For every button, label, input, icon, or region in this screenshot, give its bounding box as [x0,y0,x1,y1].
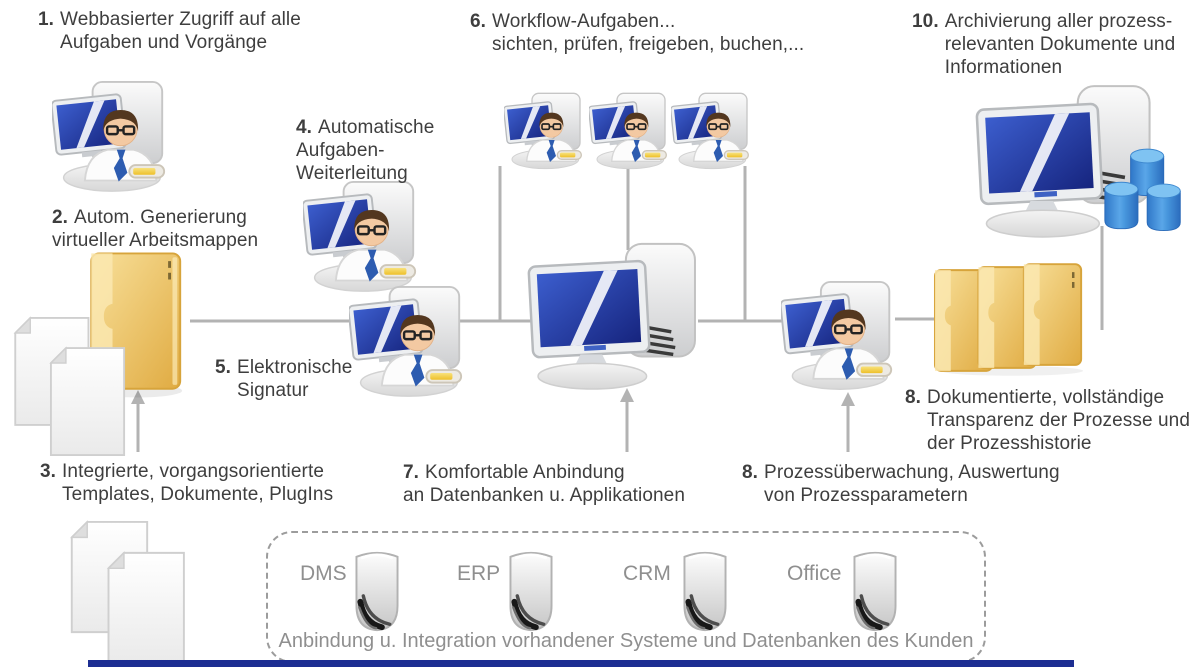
label-4-task-forwarding: 4.Automatische Aufgaben- Weiterleitung [296,116,434,185]
label-7-line-2: an Datenbanken u. Applikationen [403,485,685,506]
label-8a-number: 8. [742,462,759,483]
user-workstation-icon-workflow-1 [504,92,584,172]
drive-icon-crm [674,547,736,635]
label-3-line-1: Integrierte, vorgangsorientierte [62,461,325,482]
label-3-number: 3. [40,461,57,482]
integration-caption: Anbindung u. Integration vorhandener Sys… [278,630,974,652]
label-4-line-3: Weiterleitung [296,163,408,184]
label-8a-line-1: Prozessüberwachung, Auswertung [764,462,1060,483]
label-3-templates: 3. Integrierte, vorgangsorientierte Temp… [40,460,333,506]
label-8b-line-1: Dokumentierte, vollständige [927,387,1165,408]
documents-icon-templates [60,520,186,665]
label-1-line-2: Aufgaben und Vorgänge [60,32,268,53]
user-workstation-icon-workflow-3 [671,92,751,172]
label-7-line-1: Komfortable Anbindung [425,462,625,483]
drive-icon-dms [346,547,408,635]
user-workstation-icon-web-access [52,80,168,196]
user-workstation-icon-task-forwarding [303,180,419,296]
label-5-line-1: Elektronische [237,357,353,378]
label-10-line-2: relevanten Dokumente und [944,34,1176,55]
label-6-number: 6. [470,11,487,32]
user-workstation-icon-signature [349,285,465,401]
label-5-signature: 5. Elektronische Signatur [215,356,352,402]
label-4-line-2: Aufgaben- [296,140,385,161]
system-label-crm: CRM [623,562,671,585]
drive-icon-office [844,547,906,635]
label-8b-line-3: der Prozesshistorie [927,433,1092,454]
label-8-process-transparency: 8. Dokumentierte, vollständige Transpare… [905,386,1190,455]
system-label-office: Office [787,562,842,585]
label-2-number: 2. [52,207,69,228]
label-1-line-1: Webbasierter Zugriff auf alle [60,9,301,30]
label-2-line-1: Autom. Generierung [74,207,247,228]
drive-icon-erp [500,547,562,635]
label-6-workflow-tasks: 6. Workflow-Aufgaben... sichten, prüfen,… [470,10,804,56]
label-10-line-3: Informationen [944,57,1063,78]
label-8b-number: 8. [905,387,922,408]
label-2-auto-generation: 2.Autom. Generierung virtueller Arbeitsm… [52,206,258,252]
label-8a-line-2: von Prozessparametern [764,485,968,506]
label-4-number: 4. [296,117,313,138]
label-3-line-2: Templates, Dokumente, PlugIns [62,484,334,505]
label-6-line-2: sichten, prüfen, freigeben, buchen,... [492,34,805,55]
label-10-number: 10. [912,11,939,32]
database-cylinders-icon [1103,143,1195,239]
user-workstation-icon-workflow-2 [589,92,669,172]
bottom-progress-strip [88,660,1074,667]
system-label-dms: DMS [300,562,347,585]
label-7-database-connection: 7.Komfortable Anbindung an Datenbanken u… [403,461,685,507]
label-5-line-2: Signatur [237,380,309,401]
label-10-line-1: Archivierung aller prozess- [944,11,1173,32]
label-6-line-1: Workflow-Aufgaben... [492,11,676,32]
label-5-number: 5. [215,357,232,378]
arrow-up-to-monitoring-user [841,392,855,406]
documents-icon-left [4,316,126,457]
system-label-erp: ERP [457,562,501,585]
label-1-number: 1. [38,9,55,30]
label-7-number: 7. [403,462,420,483]
folders-row-icon-process-history [933,262,1091,376]
label-2-line-2: virtueller Arbeitsmappen [52,230,259,251]
server-icon-central [527,238,705,391]
label-4-line-1: Automatische [318,117,435,138]
label-10-archiving: 10. Archivierung aller prozess- relevant… [912,10,1175,79]
label-1-web-access: 1. Webbasierter Zugriff auf alle Aufgabe… [38,8,301,54]
label-8-process-monitoring: 8. Prozessüberwachung, Auswertung von Pr… [742,461,1060,507]
label-8b-line-2: Transparenz der Prozesse und [927,410,1191,431]
user-workstation-icon-monitoring [781,280,895,394]
